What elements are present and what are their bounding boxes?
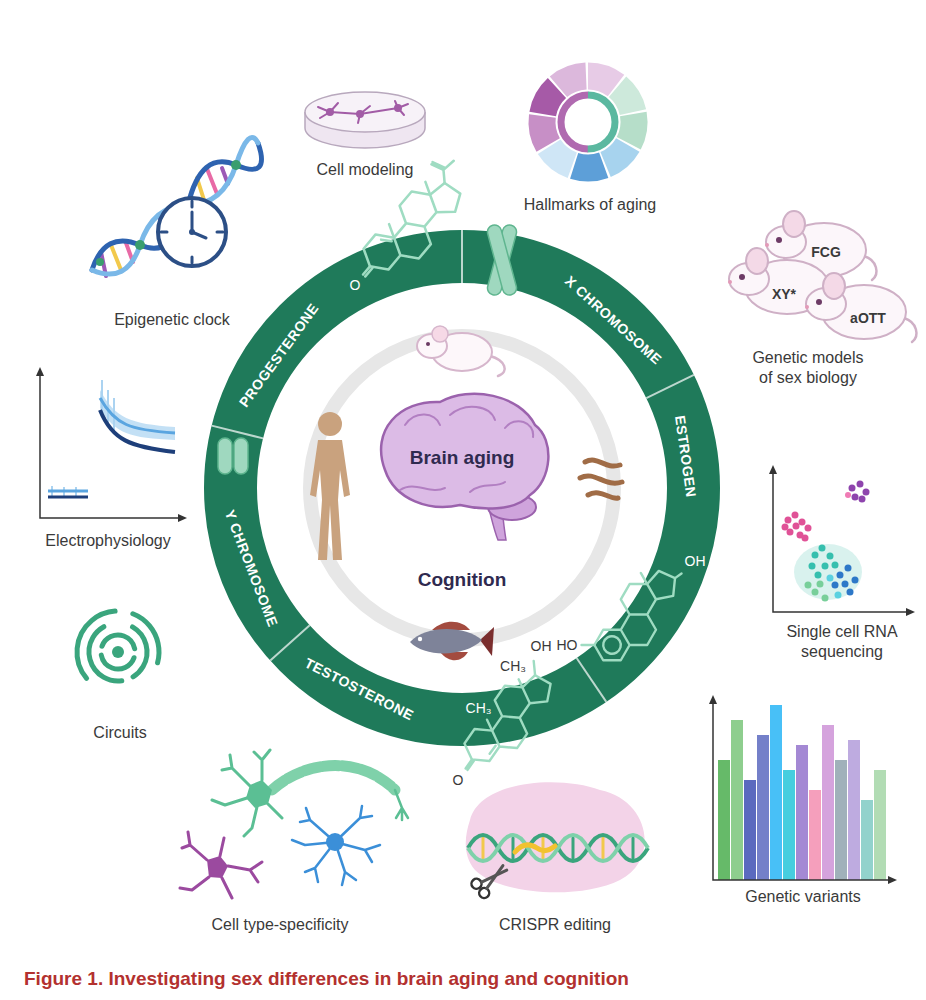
- atom-label: O: [350, 277, 361, 293]
- method-label: Single cell RNA sequencing: [772, 622, 912, 662]
- method-label: Circuits: [93, 723, 146, 743]
- center-mouse: [417, 326, 505, 376]
- method-label: Epigenetic clock: [114, 310, 230, 330]
- method-label: Hallmarks of aging: [524, 195, 657, 215]
- atom-label: CH₃: [500, 658, 526, 674]
- epigenetic-clock: [92, 137, 262, 276]
- atom-label: OH: [685, 553, 706, 569]
- testosterone-molecule: [437, 659, 570, 772]
- variant-plot: [709, 695, 897, 884]
- hormone-ring: [212, 230, 694, 720]
- hallmarks-donut: [523, 57, 653, 187]
- killifish: [410, 622, 494, 661]
- method-label: Genetic variants: [745, 887, 861, 907]
- model-label: aOTT: [850, 310, 886, 326]
- atom-label: O: [453, 772, 464, 788]
- center-label: Cognition: [418, 569, 507, 591]
- scatter-plot: [769, 465, 915, 616]
- center-node: Brain agingCognition: [372, 447, 552, 591]
- x-chromosome-icon: [486, 223, 518, 296]
- model-label: FCG: [811, 244, 841, 260]
- atom-label: CH₃: [466, 700, 492, 716]
- brain-illustration: [381, 394, 548, 540]
- atom-label: OH: [531, 638, 552, 654]
- estrogen-molecule: [565, 555, 704, 673]
- cell-types: [180, 750, 408, 898]
- method-label: Cell type-specificity: [212, 915, 349, 935]
- circuits-icon: [60, 594, 176, 710]
- crispr-icon: [466, 782, 648, 900]
- electrophysiology-chart: [36, 367, 187, 522]
- human-figure: [310, 412, 350, 560]
- method-label: Genetic models of sex biology: [746, 348, 871, 388]
- y-chromosome-icon: [218, 438, 248, 474]
- method-label: Electrophysiology: [45, 531, 170, 551]
- atom-label: HO: [557, 637, 578, 653]
- figure-caption: Figure 1. Investigating sex differences …: [24, 968, 629, 991]
- worms: [580, 460, 622, 498]
- mouse-models: [728, 211, 916, 342]
- model-label: XY*: [772, 286, 796, 302]
- center-label: Brain aging: [410, 447, 515, 469]
- petri-dish: [305, 92, 425, 148]
- method-label: Cell modeling: [317, 160, 414, 180]
- method-label: CRISPR editing: [499, 915, 611, 935]
